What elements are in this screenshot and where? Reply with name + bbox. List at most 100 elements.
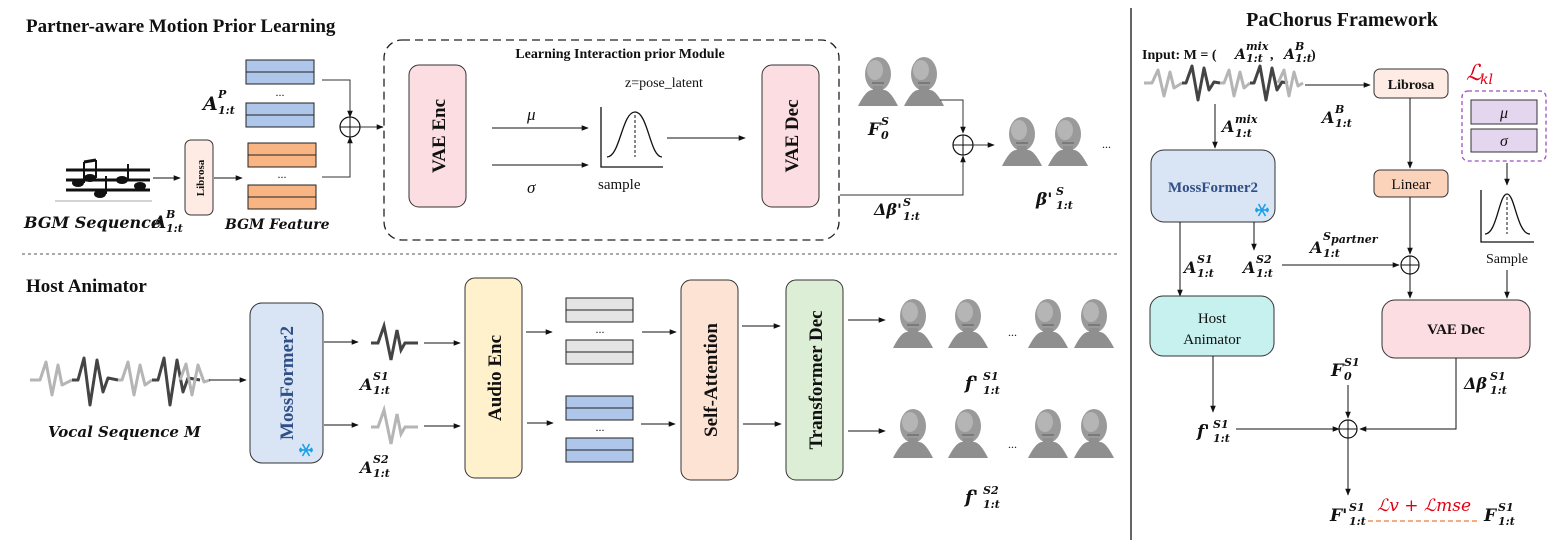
- partner-ellipsis: ...: [276, 85, 285, 99]
- mossformer-box-right: [1150, 149, 1276, 223]
- librosa-box-right: [1373, 68, 1449, 99]
- s1-symbol: A: [358, 375, 372, 394]
- mix-sup: mix: [1235, 113, 1258, 126]
- bgm-sub: 1:t: [166, 222, 183, 235]
- section-title-partner-aware: Partner-aware Motion Prior Learning: [26, 16, 336, 37]
- host-animator-box: [1149, 295, 1275, 357]
- partner-sub: 1:t: [218, 104, 235, 117]
- sigma-label: σ: [527, 178, 536, 197]
- beta-symbol: β': [1035, 190, 1053, 210]
- speaker1-embedding-stack: [565, 297, 634, 365]
- host-animator-line2: Animator: [1183, 332, 1241, 348]
- audio-enc-label: Audio Enc: [485, 335, 506, 421]
- input-mix-symbol: A: [1233, 47, 1246, 63]
- audio-enc-box: [464, 277, 523, 479]
- s2-face-ellipsis: ...: [1008, 437, 1017, 451]
- speaker2-face-sequence: [892, 408, 1115, 459]
- sigma-box-label: σ: [1500, 133, 1509, 150]
- gt-sup: S1: [1498, 501, 1514, 514]
- bgm-feature-stack: [247, 142, 317, 210]
- plus-operator-right-top: [1400, 255, 1420, 275]
- section-title-host-animator: Host Animator: [26, 276, 147, 297]
- vae-dec-label: VAE Dec: [782, 99, 803, 172]
- input-mix-sup: mix: [1246, 40, 1269, 53]
- mossformer-box-bottom: [249, 302, 324, 464]
- delta-beta-symbol: Δβ': [873, 200, 902, 219]
- f2-sup: S2: [983, 484, 999, 497]
- right-s2-symbol: A: [1241, 258, 1255, 277]
- mu-label: μ: [526, 105, 536, 124]
- input-close-paren: ): [1311, 48, 1316, 63]
- plus-operator-top: [339, 116, 361, 138]
- interaction-prior-module: [383, 39, 840, 241]
- sample-label: sample: [598, 177, 641, 193]
- mix-symbol: A: [1220, 117, 1234, 136]
- right-s2-sub: 1:t: [1256, 267, 1273, 280]
- linear-box: [1373, 169, 1449, 198]
- right-f0-sup: S1: [1344, 356, 1360, 369]
- partner-feature-stack: [245, 59, 315, 128]
- z-latent-label: z=pose_latent: [625, 76, 703, 91]
- delta-beta-sup: S: [903, 196, 911, 209]
- input-b-symbol: A: [1282, 47, 1295, 63]
- right-s2-sup: S2: [1256, 253, 1272, 266]
- right-s1-sub: 1:t: [1197, 267, 1214, 280]
- f0-symbol: F: [867, 120, 882, 140]
- right-b-symbol: A: [1320, 108, 1334, 127]
- kl-dashed-group: [1461, 90, 1547, 162]
- f0-sub: 0: [881, 129, 889, 142]
- fout-sup: S1: [1349, 501, 1365, 514]
- f0-sup: S: [881, 115, 889, 128]
- mossformer-label-bottom: MossFormer2: [277, 326, 298, 440]
- partner-right-sub: 1:t: [1323, 247, 1340, 260]
- sigma-box: [1470, 128, 1538, 153]
- f1-sub: 1:t: [983, 384, 1000, 397]
- s2-sub: 1:t: [373, 467, 390, 480]
- f1-sup: S1: [983, 370, 999, 383]
- partner-sup: P: [217, 88, 227, 101]
- gt-symbol: F: [1483, 506, 1498, 526]
- output-face-images: [1001, 116, 1089, 167]
- right-s1-symbol: A: [1182, 258, 1196, 277]
- s1-sup: S1: [373, 370, 389, 383]
- s2-sup: S2: [373, 453, 389, 466]
- s2-emb-ellipsis: ...: [596, 420, 605, 434]
- gt-sub: 1:t: [1498, 515, 1515, 528]
- kl-loss-sub: kl: [1480, 72, 1493, 88]
- mu-box: [1470, 99, 1538, 125]
- s1-emb-ellipsis: ...: [596, 322, 605, 336]
- initial-face-images: [857, 56, 945, 107]
- s1-sub: 1:t: [373, 384, 390, 397]
- bgm-feature-label: BGM Feature: [224, 217, 330, 233]
- librosa-box: [184, 139, 214, 216]
- bgm-ellipsis: ...: [278, 167, 287, 181]
- input-b-sub: 1:t: [1295, 52, 1312, 65]
- partner-right-symbol: A: [1308, 238, 1322, 257]
- mossformer-label-right: MossFormer2: [1168, 180, 1258, 196]
- partner-symbol: A: [201, 93, 218, 115]
- input-comma: ,: [1270, 48, 1274, 63]
- mu-box-label: μ: [1499, 105, 1508, 122]
- transformer-dec-label: Transformer Dec: [806, 310, 827, 449]
- linear-label: Linear: [1391, 177, 1430, 193]
- input-label: Input: M = (: [1142, 48, 1217, 63]
- right-delta-sup: S1: [1490, 370, 1506, 383]
- vae-dec-box: [761, 64, 820, 208]
- vae-enc-label: VAE Enc: [429, 99, 450, 173]
- bgm-sequence-label: BGM Sequence: [23, 213, 161, 232]
- right-b-sub: 1:t: [1335, 117, 1352, 130]
- fh-sub: 1:t: [1213, 432, 1230, 445]
- plus-operator-beta: [952, 134, 974, 156]
- right-f0-sub: 0: [1344, 370, 1352, 383]
- sample-label-right: Sample: [1486, 252, 1528, 267]
- speaker2-waveform-icon: [371, 404, 418, 445]
- s2-symbol: A: [358, 458, 372, 477]
- plus-operator-right-bottom: [1338, 419, 1358, 439]
- transformer-dec-box: [785, 279, 844, 481]
- partner-right-sup: S: [1323, 230, 1331, 243]
- delta-beta-sub: 1:t: [903, 210, 920, 223]
- speaker2-embedding-stack: [565, 395, 634, 463]
- output-ellipsis: ...: [1102, 137, 1111, 151]
- vae-dec-label-right: VAE Dec: [1427, 322, 1485, 338]
